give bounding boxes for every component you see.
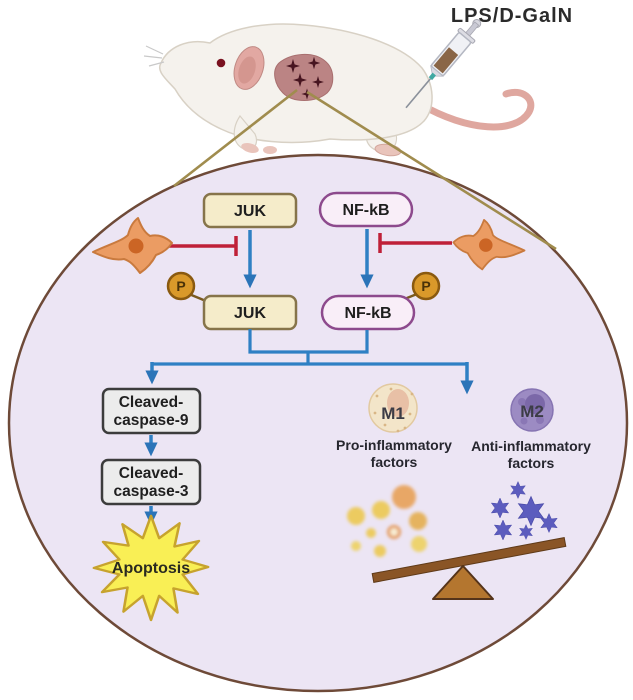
injection-label: LPS/D-GalN <box>451 5 573 27</box>
phospho-badge-left-label: P <box>176 278 185 294</box>
mouse-eye <box>216 58 226 68</box>
nfkb-pill-active <box>320 294 416 331</box>
m1-caption-line1: Pro-inflammatory <box>336 437 452 453</box>
mouse-whiskers <box>143 45 165 67</box>
m2-macrophage: M2 <box>510 388 554 432</box>
callout-line-right <box>306 90 557 251</box>
juk-box-inactive <box>202 192 298 229</box>
seesaw-plank <box>371 537 567 583</box>
caspase9-line2: caspase-9 <box>114 412 189 429</box>
m1-macrophage: M1 <box>368 383 418 433</box>
m1-label: M1 <box>381 404 405 423</box>
syringe-icon <box>405 19 482 109</box>
mouse-front-foot-2 <box>263 146 277 154</box>
caspase3-line1: Cleaved- <box>119 465 184 482</box>
phospho-badge-right-label: P <box>421 278 430 294</box>
apoptosis-label: Apoptosis <box>112 560 190 577</box>
nfkb-pill-inactive <box>318 191 414 228</box>
juk-box-active-label: JUK <box>234 305 266 322</box>
phospho-badge-right <box>411 271 441 301</box>
m2-caption-line1: Anti-inflammatory <box>471 438 591 454</box>
inhibition-bar-right <box>378 233 452 253</box>
m2-label: M2 <box>520 402 544 421</box>
mouse-ear-inner <box>238 56 256 84</box>
caspase3-line2: caspase-3 <box>114 483 189 500</box>
apoptosis-starburst <box>92 514 210 622</box>
callout-line-left <box>173 88 298 188</box>
phospho-badge-left <box>166 271 196 301</box>
mouse-illustration <box>143 23 535 157</box>
caspase9-box <box>101 387 202 435</box>
caspase9-line1: Cleaved- <box>119 394 184 411</box>
mouse-tail <box>416 88 535 131</box>
inhibition-bar-left <box>168 236 238 256</box>
nfkb-pill-inactive-label: NF-kB <box>342 202 389 219</box>
nfkb-pill-active-label: NF-kB <box>344 305 391 322</box>
m2-caption-line2: factors <box>508 455 555 471</box>
seesaw-fulcrum <box>432 565 494 600</box>
pro-inflammatory-dots <box>347 485 427 557</box>
mouse-front-foot <box>241 143 259 153</box>
m1-caption-line2: factors <box>371 454 418 470</box>
caspase3-box <box>100 458 202 506</box>
juk-box-inactive-label: JUK <box>234 203 266 220</box>
